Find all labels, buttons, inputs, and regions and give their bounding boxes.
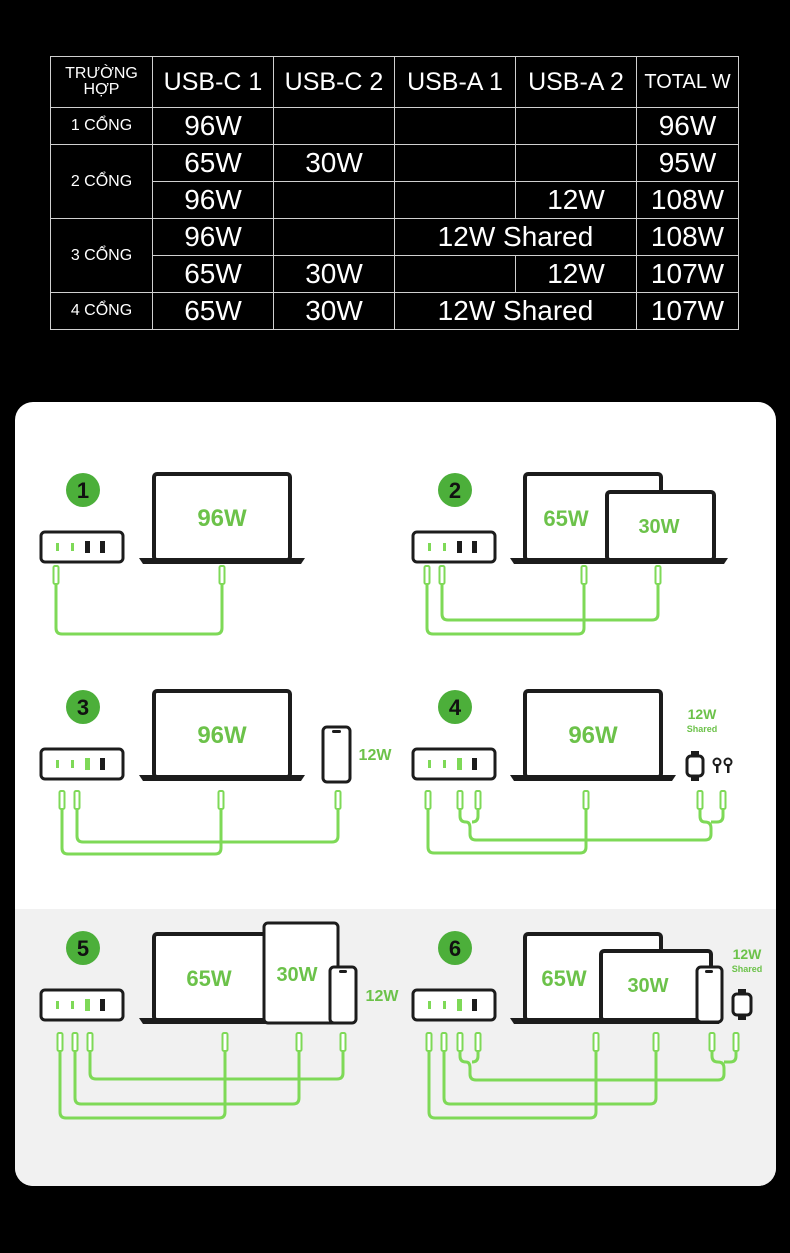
scenario-6: 6 65W 30W 12W Shared: [411, 931, 763, 1120]
table-row: 96W 12W 108W: [51, 181, 739, 219]
table-row: 4 CỔNG 65W 30W 12W Shared 107W: [50, 292, 739, 330]
step-number: 2: [449, 478, 461, 503]
cell-usb-c2: [273, 218, 395, 256]
tablet-wattage: 30W: [276, 964, 317, 986]
shared-label: Shared: [732, 964, 763, 974]
cell-usb-c2: [273, 181, 395, 219]
cell-usb-c1: 96W: [152, 218, 274, 256]
charger-icon: [411, 747, 497, 781]
cell-usb-a1: [394, 181, 516, 219]
laptop-wattage: 96W: [197, 505, 247, 532]
cell-usb-a2: 12W: [515, 181, 637, 219]
group-label: 2 CỔNG: [50, 144, 153, 219]
laptop-icon: [139, 689, 305, 781]
table-row: 2 CỔNG 65W 30W 95W: [50, 144, 739, 219]
table-row: 65W 30W 12W 107W: [51, 255, 739, 293]
header-total: TOTAL W: [636, 56, 739, 108]
header-usb-c1: USB-C 1: [152, 56, 274, 108]
step-number: 5: [77, 936, 89, 961]
group-label: 4 CỔNG: [50, 292, 153, 330]
cell-usb-a2: [515, 144, 637, 182]
phone-icon: [328, 965, 358, 1025]
cell-total: 96W: [636, 107, 739, 145]
cell-usb-c1: 96W: [152, 107, 274, 145]
scenario-5: 5 65W 30W 12W: [39, 921, 400, 1120]
laptop-2-icon: [595, 490, 728, 564]
cell-usb-c2: 30W: [273, 144, 395, 182]
charging-diagrams: 1 96W 2 65W 3: [39, 472, 763, 1120]
cell-total: 108W: [636, 181, 739, 219]
scenario-3: 3 96W 12W: [39, 689, 393, 856]
charger-icon: [411, 988, 497, 1022]
scenario-1: 1 96W: [39, 472, 305, 636]
charger-icon: [411, 530, 497, 564]
header-usb-c2: USB-C 2: [273, 56, 395, 108]
laptop-wattage: 65W: [541, 966, 586, 991]
laptop-wattage: 96W: [568, 722, 618, 749]
cell-usb-c1: 65W: [152, 144, 274, 182]
cell-usb-c1: 65W: [152, 255, 274, 293]
step-badge-5: [66, 931, 100, 965]
step-number: 4: [449, 695, 462, 720]
step-badge-1: [66, 473, 100, 507]
smartwatch-icon: [685, 751, 705, 781]
header-case: TRƯỜNG HỢP: [50, 56, 153, 108]
cell-usb-a1: [394, 255, 516, 293]
cell-usb-c2: 30W: [273, 255, 395, 293]
step-badge-6: [438, 931, 472, 965]
phone-wattage: 12W: [359, 747, 393, 764]
phone-icon: [321, 725, 352, 784]
step-badge-4: [438, 690, 472, 724]
cell-total: 107W: [636, 292, 739, 330]
cell-usb-a2: [515, 107, 637, 145]
cell-usb-c2: [273, 107, 395, 145]
group-label: 1 CỔNG: [50, 107, 153, 145]
laptop-icon: [139, 472, 305, 564]
header-usb-a1: USB-A 1: [394, 56, 516, 108]
table-row: 1 CỔNG 96W 96W: [50, 107, 739, 145]
laptop-wattage: 96W: [197, 722, 247, 749]
laptop-wattage: 65W: [186, 966, 231, 991]
cell-usb-c1: 65W: [152, 292, 274, 330]
charger-icon: [39, 747, 125, 781]
smartwatch-icon: [731, 989, 753, 1020]
cell-usb-a-shared: 12W Shared: [394, 218, 637, 256]
cell-usb-a2: 12W: [515, 255, 637, 293]
shared-wattage: 12W: [733, 946, 763, 962]
phone-wattage: 12W: [366, 988, 400, 1005]
cell-usb-c1: 96W: [152, 181, 274, 219]
scenario-4: 4 96W 12W Shared: [411, 689, 733, 855]
shared-label: Shared: [687, 724, 718, 734]
step-number: 3: [77, 695, 89, 720]
cell-total: 107W: [636, 255, 739, 293]
cell-usb-a-shared: 12W Shared: [394, 292, 637, 330]
group-label: 3 CỔNG: [50, 218, 153, 293]
table-header-row: TRƯỜNG HỢP USB-C 1 USB-C 2 USB-A 1 USB-A…: [50, 56, 739, 108]
charging-scenarios-panel: 1 96W 2 65W 3: [15, 402, 776, 1186]
step-number: 1: [77, 478, 89, 503]
header-usb-a2: USB-A 2: [515, 56, 637, 108]
step-badge-3: [66, 690, 100, 724]
earbuds-icon: [712, 757, 733, 773]
laptop-2-wattage: 30W: [627, 975, 668, 997]
laptop-2-wattage: 30W: [638, 516, 679, 538]
cell-usb-a1: [394, 107, 516, 145]
shared-wattage: 12W: [688, 706, 718, 722]
cell-total: 95W: [636, 144, 739, 182]
phone-icon: [695, 965, 724, 1024]
charger-icon: [39, 530, 125, 564]
power-distribution-table: TRƯỜNG HỢP USB-C 1 USB-C 2 USB-A 1 USB-A…: [50, 56, 739, 330]
laptop-icon: [510, 689, 676, 781]
laptop-wattage: 65W: [543, 506, 588, 531]
scenario-2: 2 65W 30W: [411, 472, 728, 636]
charger-icon: [39, 988, 125, 1022]
cell-usb-a1: [394, 144, 516, 182]
table-row: 3 CỔNG 96W 12W Shared 108W: [50, 218, 739, 293]
step-number: 6: [449, 936, 461, 961]
cell-total: 108W: [636, 218, 739, 256]
step-badge-2: [438, 473, 472, 507]
cell-usb-c2: 30W: [273, 292, 395, 330]
